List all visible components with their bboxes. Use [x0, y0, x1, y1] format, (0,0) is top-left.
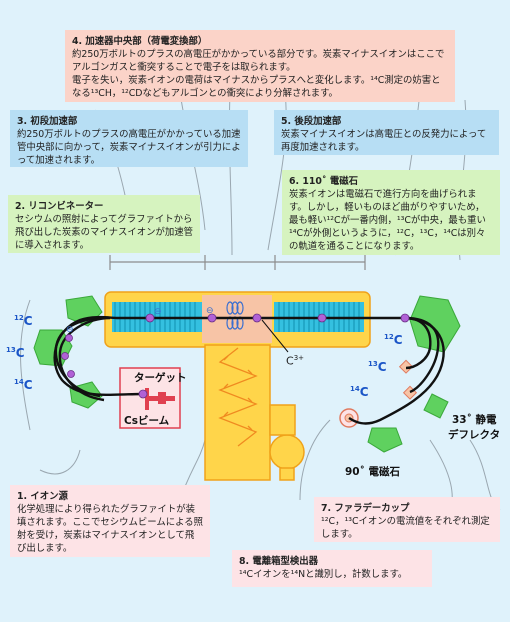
box-low-energy: 3. 初段加速部 約250万ボルトのプラスの高電圧がかかっている加速管中央部に向…	[10, 110, 248, 167]
label-target: ターゲット	[134, 372, 187, 384]
box-high-energy: 5. 後段加速部 炭素マイナスイオンは高電圧との反発力によって再度加速されます。	[274, 110, 499, 155]
box-detector: 8. 電離箱型検出器 ¹⁴Cイオンを¹⁴Nと識別し，計数します。	[232, 550, 432, 587]
label-magnet-90: 90˚ 電磁石	[345, 466, 401, 478]
box-recombinator: 2. リコンビネーター セシウムの照射によってグラファイトから飛び出した炭素のマ…	[8, 195, 200, 253]
c3plus-pointer	[261, 319, 289, 353]
box-charge-exchange: 4. 加速器中央部（荷電変換部） 約250万ボルトのプラスの高電圧がかかっている…	[65, 30, 455, 102]
label-c13-right: 13C	[368, 360, 387, 374]
ion-source	[119, 367, 181, 429]
box-detector-text: ¹⁴Cイオンを¹⁴Nと識別し，計数します。	[239, 569, 408, 580]
box-faraday-cup: 7. ファラデーカップ ¹²C，¹³Cイオンの電流値をそれぞれ測定します。	[314, 497, 500, 542]
box-faraday-cup-text: ¹²C，¹³Cイオンの電流値をそれぞれ測定します。	[321, 516, 490, 540]
box-low-energy-title: 3. 初段加速部	[17, 116, 78, 127]
box-low-energy-text: 約250万ボルトのプラスの高電圧がかかっている加速管中央部に向かって，炭素マイナ…	[17, 129, 241, 166]
box-magnet-110-text: 炭素イオンは電磁石で進行方向を曲げられます。しかし，軽いものほど曲がりやすいため…	[289, 189, 486, 252]
electrostatic-deflector-shapes	[423, 393, 449, 419]
box-recombinator-title: 2. リコンビネーター	[15, 201, 104, 212]
magnet-110	[409, 295, 461, 353]
ion-charge-marks: ⊖ ⊖ ⊖	[66, 306, 214, 335]
svg-text:⊖: ⊖	[66, 325, 74, 335]
dimension-markers	[109, 255, 366, 270]
box-ion-source-title: 1. イオン源	[17, 491, 68, 502]
label-c12-right: 12C	[384, 333, 403, 347]
label-c3plus: C3+	[286, 354, 305, 368]
carbon-ions	[61, 313, 410, 399]
box-magnet-110: 6. 110˚ 電磁石 炭素イオンは電磁石で進行方向を曲げられます。しかし，軽い…	[282, 170, 500, 255]
generator	[269, 434, 305, 470]
label-c14-left: 14C	[14, 378, 33, 392]
box-charge-exchange-title: 4. 加速器中央部（荷電変換部）	[72, 36, 208, 47]
box-high-energy-title: 5. 後段加速部	[281, 116, 342, 127]
label-c13-left: 13C	[6, 346, 25, 360]
label-c12-left: 12C	[14, 314, 33, 328]
box-faraday-cup-title: 7. ファラデーカップ	[321, 503, 410, 514]
box-ion-source: 1. イオン源 化学処理により得られたグラファイトが装填されます。ここでセシウム…	[10, 485, 210, 557]
label-deflector-line2: デフレクタ	[448, 429, 501, 441]
recombinator-magnets	[33, 295, 103, 409]
label-c14-right: 14C	[350, 385, 369, 399]
box-recombinator-text: セシウムの照射によってグラファイトから飛び出した炭素のマイナスイオンが加速管に導…	[15, 214, 193, 251]
box-magnet-110-title: 6. 110˚ 電磁石	[289, 176, 358, 187]
label-deflector-line1: 33˚ 静電	[452, 414, 497, 426]
svg-text:⊖: ⊖	[206, 306, 214, 316]
box-detector-title: 8. 電離箱型検出器	[239, 556, 318, 567]
label-cs-beam: Csビーム	[124, 415, 170, 427]
beam-paths	[53, 315, 445, 425]
box-high-energy-text: 炭素マイナスイオンは高電圧との反発力によって再度加速されます。	[281, 129, 487, 153]
box-ion-source-text: 化学処理により得られたグラファイトが装填されます。ここでセシウムビームによる照射…	[17, 504, 203, 554]
magnet-90	[367, 427, 403, 453]
svg-text:⊖: ⊖	[154, 307, 162, 317]
box-charge-exchange-text: 約250万ボルトのプラスの高電圧がかかっている部分です。炭素マイナスイオンはここ…	[72, 49, 445, 99]
